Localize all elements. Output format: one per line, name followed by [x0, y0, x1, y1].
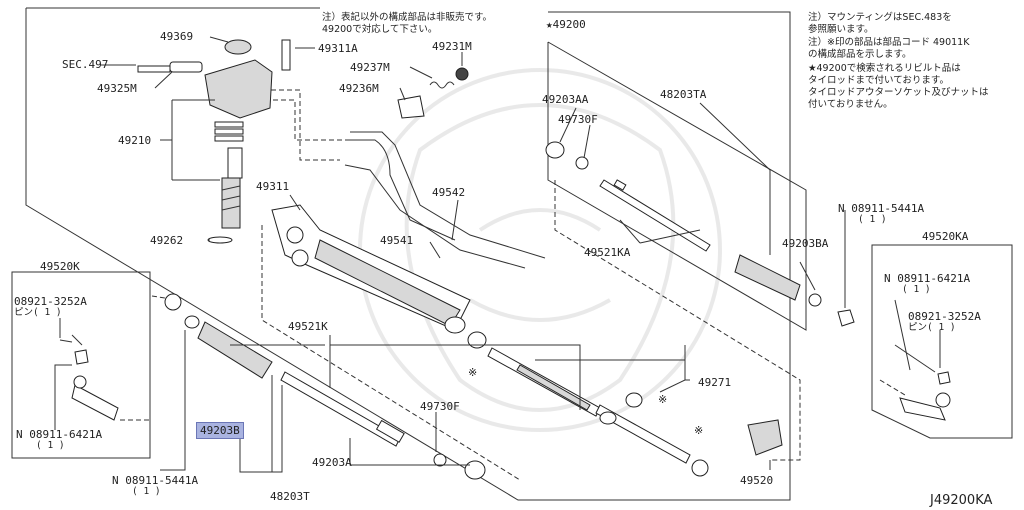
bushing-49236M — [397, 95, 425, 119]
note-star-parts: 注）※印の部品は部品コード 49011K の構成部品を示します。 — [808, 37, 970, 60]
right-tierod-box — [547, 41, 807, 331]
pinion-shaft — [221, 147, 243, 229]
leader-lines — [54, 36, 941, 473]
label-49236M[interactable]: 49236M — [339, 82, 379, 95]
right-tierod-end — [894, 344, 951, 421]
label-49541[interactable]: 49541 — [380, 234, 414, 247]
label-49520K[interactable]: 49520K — [40, 260, 80, 273]
note-non-sale: 注）表記以外の構成部品は非販売です。 49200で対応して下さい。 — [322, 12, 493, 35]
right-end-dashed — [879, 379, 906, 396]
right-boot-clamp — [808, 293, 822, 307]
label-49520KA[interactable]: 49520KA — [922, 230, 969, 243]
label-08911-5441A-left[interactable]: N 08911-5441A — [112, 474, 199, 487]
seal-kit — [214, 121, 244, 142]
label-49200[interactable]: ★49200 — [546, 18, 586, 31]
label-49730F-top[interactable]: 49730F — [558, 113, 598, 126]
hose-dashed-1 — [255, 89, 340, 161]
star-mark-2: ※ — [658, 393, 668, 406]
left-ring-49730F — [433, 453, 447, 467]
diagram-code: J49200KA — [930, 493, 993, 508]
label-49210[interactable]: 49210 — [118, 134, 152, 147]
right-tierod-end-box — [871, 244, 1013, 439]
label-49262[interactable]: 49262 — [150, 234, 184, 247]
label-48203T[interactable]: 48203T — [270, 490, 310, 503]
label-49520[interactable]: 49520 — [740, 474, 774, 487]
label-49231M[interactable]: 49231M — [432, 40, 472, 53]
rack-dashed — [261, 225, 521, 481]
label-08911-5441A-right[interactable]: N 08911-5441A — [838, 202, 925, 215]
label-49369[interactable]: 49369 — [160, 30, 194, 43]
right-jam-nut — [837, 309, 855, 327]
right-boot — [734, 254, 801, 301]
rack-housing — [271, 204, 471, 334]
label-49203AA[interactable]: 49203AA — [542, 93, 589, 106]
label-08911-5441A-right-qty: ( 1 ) — [858, 214, 887, 225]
label-49730F-bottom[interactable]: 49730F — [420, 400, 460, 413]
label-49521KA[interactable]: 49521KA — [584, 246, 631, 259]
left-jam-nut — [164, 293, 182, 311]
label-49311[interactable]: 49311 — [256, 180, 290, 193]
star-mark-1: ※ — [468, 366, 478, 379]
cap-49369 — [224, 39, 252, 55]
label-49521K[interactable]: 49521K — [288, 320, 328, 333]
left-dashed — [151, 295, 179, 301]
label-08921-3252A-right-qty: ピン( 1 ) — [908, 322, 956, 333]
label-49203B-highlighted[interactable]: 49203B — [196, 422, 244, 439]
left-clamp-49203A — [464, 460, 486, 480]
label-49237M[interactable]: 49237M — [350, 61, 390, 74]
label-sec497[interactable]: SEC.497 — [62, 58, 109, 71]
star-mark-3: ※ — [694, 424, 704, 437]
bolt-49311A — [281, 39, 291, 71]
label-49325M[interactable]: 49325M — [97, 82, 137, 95]
note-mounting: 注）マウンティングはSEC.483を 参照願います。 — [808, 12, 952, 35]
label-08911-6421A-right-qty: ( 1 ) — [902, 284, 931, 295]
right-ring-49730F — [575, 156, 589, 170]
pipe-49541-a — [345, 139, 456, 241]
seal-rack-right — [691, 459, 709, 477]
left-boot — [184, 315, 273, 379]
label-08911-5441A-left-qty: ( 1 ) — [132, 486, 161, 497]
hose-dashed-2 — [265, 99, 350, 141]
nut-49231M — [455, 67, 469, 81]
seal-rack-left — [467, 331, 487, 349]
oring-49262 — [207, 236, 233, 244]
main-assembly-outline — [25, 8, 791, 501]
label-49203A[interactable]: 49203A — [312, 456, 352, 469]
rack-49271 — [487, 347, 691, 464]
label-08921-3252A-left-qty: ピン( 1 ) — [14, 307, 62, 318]
pipe-49542-b — [350, 131, 546, 259]
note-rebuilt: ★49200で検索されるリビルト品は タイロッドまで付いております。 タイロッド… — [808, 63, 989, 110]
left-inner-tierod — [280, 371, 405, 447]
label-08911-6421A-right[interactable]: N 08911-6421A — [884, 272, 971, 285]
valve-housing — [100, 59, 273, 119]
pipe-49542-a — [344, 164, 526, 269]
label-08911-6421A-left-qty: ( 1 ) — [36, 440, 65, 451]
right-inner-tierod — [599, 179, 711, 252]
label-49311A[interactable]: 49311A — [318, 42, 358, 55]
label-08921-3252A-left[interactable]: 08921-3252A — [14, 295, 87, 308]
label-49271[interactable]: 49271 — [698, 376, 732, 389]
seal-rack-mid — [625, 392, 643, 408]
label-49542[interactable]: 49542 — [432, 186, 466, 199]
label-49203BA[interactable]: 49203BA — [782, 237, 829, 250]
label-08911-6421A-left[interactable]: N 08911-6421A — [16, 428, 103, 441]
right-dashed — [554, 180, 801, 461]
label-48203TA[interactable]: 48203TA — [660, 88, 707, 101]
spring-49237M — [429, 81, 455, 89]
bushing-49520 — [747, 419, 783, 456]
right-clamp-49203AA — [545, 141, 565, 159]
left-tierod-end-box — [11, 271, 151, 459]
left-tierod-end — [71, 334, 119, 421]
label-08921-3252A-right[interactable]: 08921-3252A — [908, 310, 981, 323]
